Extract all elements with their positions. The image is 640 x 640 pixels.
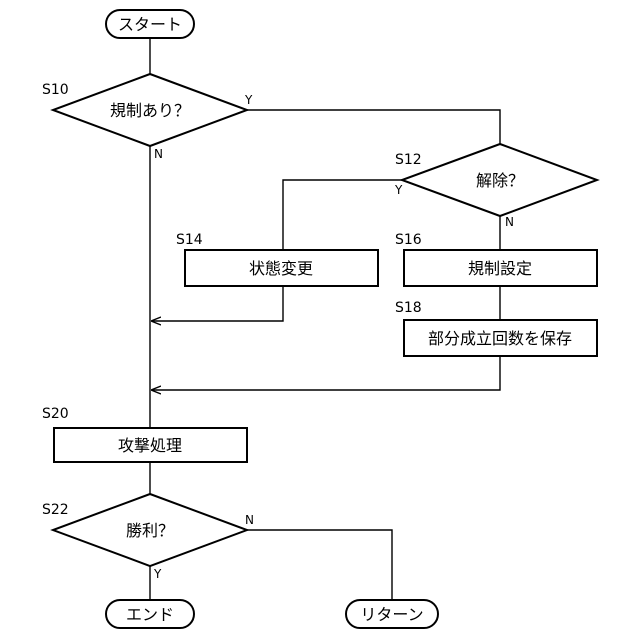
step-label-s22: S22 [42,502,69,518]
process-s16-label: 規制設定 [468,259,532,278]
end-label: エンド [126,605,174,624]
decision-s10: 規制あり？ [53,74,247,146]
edge-s12-yes [283,180,402,250]
step-label-s16: S16 [395,232,422,248]
decision-s22: 勝利？ [53,494,247,566]
step-label-s14: S14 [176,232,203,248]
process-s20-label: 攻撃処理 [118,436,182,455]
decision-s10-label: 規制あり？ [110,101,190,120]
branch-label-s12-no: N [505,215,514,229]
decision-s12-label: 解除？ [476,171,524,190]
step-label-s12: S12 [395,152,422,168]
process-s14-label: 状態変更 [249,259,313,278]
branch-label-s10-no: N [154,147,163,161]
step-label-s10: S10 [42,82,69,98]
process-s18-label: 部分成立回数を保存 [428,329,572,348]
return-label: リターン [360,605,423,624]
branch-label-s22-yes: Y [153,567,162,581]
edge-s14-merge [152,286,283,321]
decision-s22-label: 勝利？ [126,521,174,540]
start-terminal: スタート [106,10,194,38]
step-label-s20: S20 [42,406,69,422]
start-label: スタート [118,15,182,34]
branch-label-s22-no: N [245,513,254,527]
edge-s22-no [247,530,392,600]
edge-s18-merge [152,356,500,390]
return-terminal: リターン [346,600,438,628]
process-s16: 規制設定 [404,250,597,286]
branch-label-s10-yes: Y [244,93,253,107]
decision-s12: 解除？ [402,144,597,216]
end-terminal: エンド [106,600,194,628]
process-s18: 部分成立回数を保存 [404,320,597,356]
process-s20: 攻撃処理 [54,428,247,462]
process-s14: 状態変更 [185,250,378,286]
edge-s10-yes [247,110,500,144]
branch-label-s12-yes: Y [394,183,403,197]
step-label-s18: S18 [395,300,422,316]
